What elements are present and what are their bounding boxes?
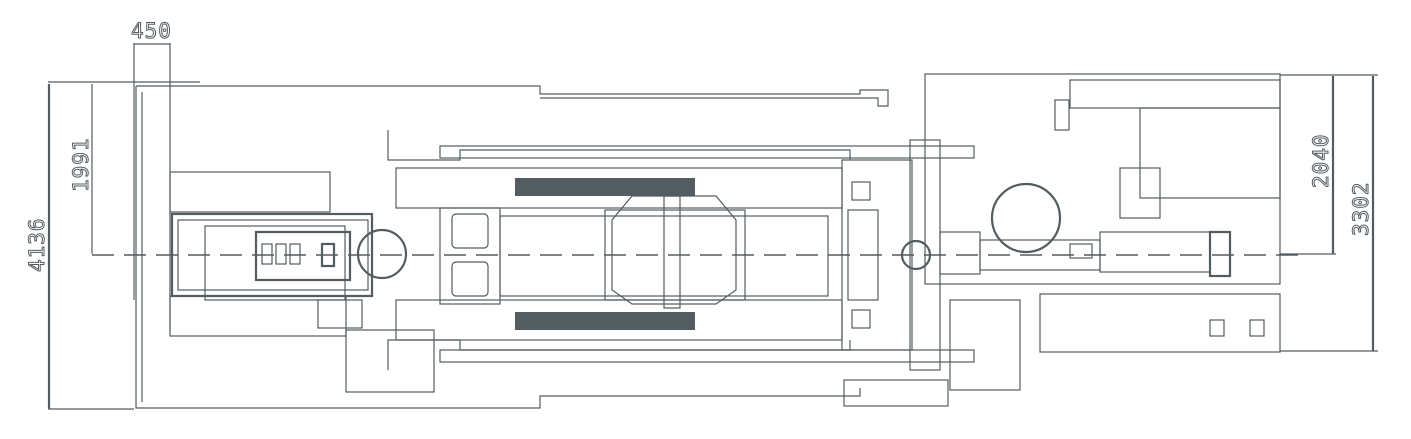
dimension-4136: 4136 [25,217,49,272]
dimension-450: 450 [131,19,172,43]
dimension-2040: 2040 [1309,133,1333,188]
dimension-lines [47,43,1378,410]
left-base-frame [135,85,889,409]
dimension-3302: 3302 [1349,181,1373,236]
dimension-1991: 1991 [69,137,93,192]
tie-bar-lower [515,312,695,330]
tie-bar-upper [515,178,695,196]
clamping-unit [387,130,975,407]
injection-unit [900,73,1281,391]
